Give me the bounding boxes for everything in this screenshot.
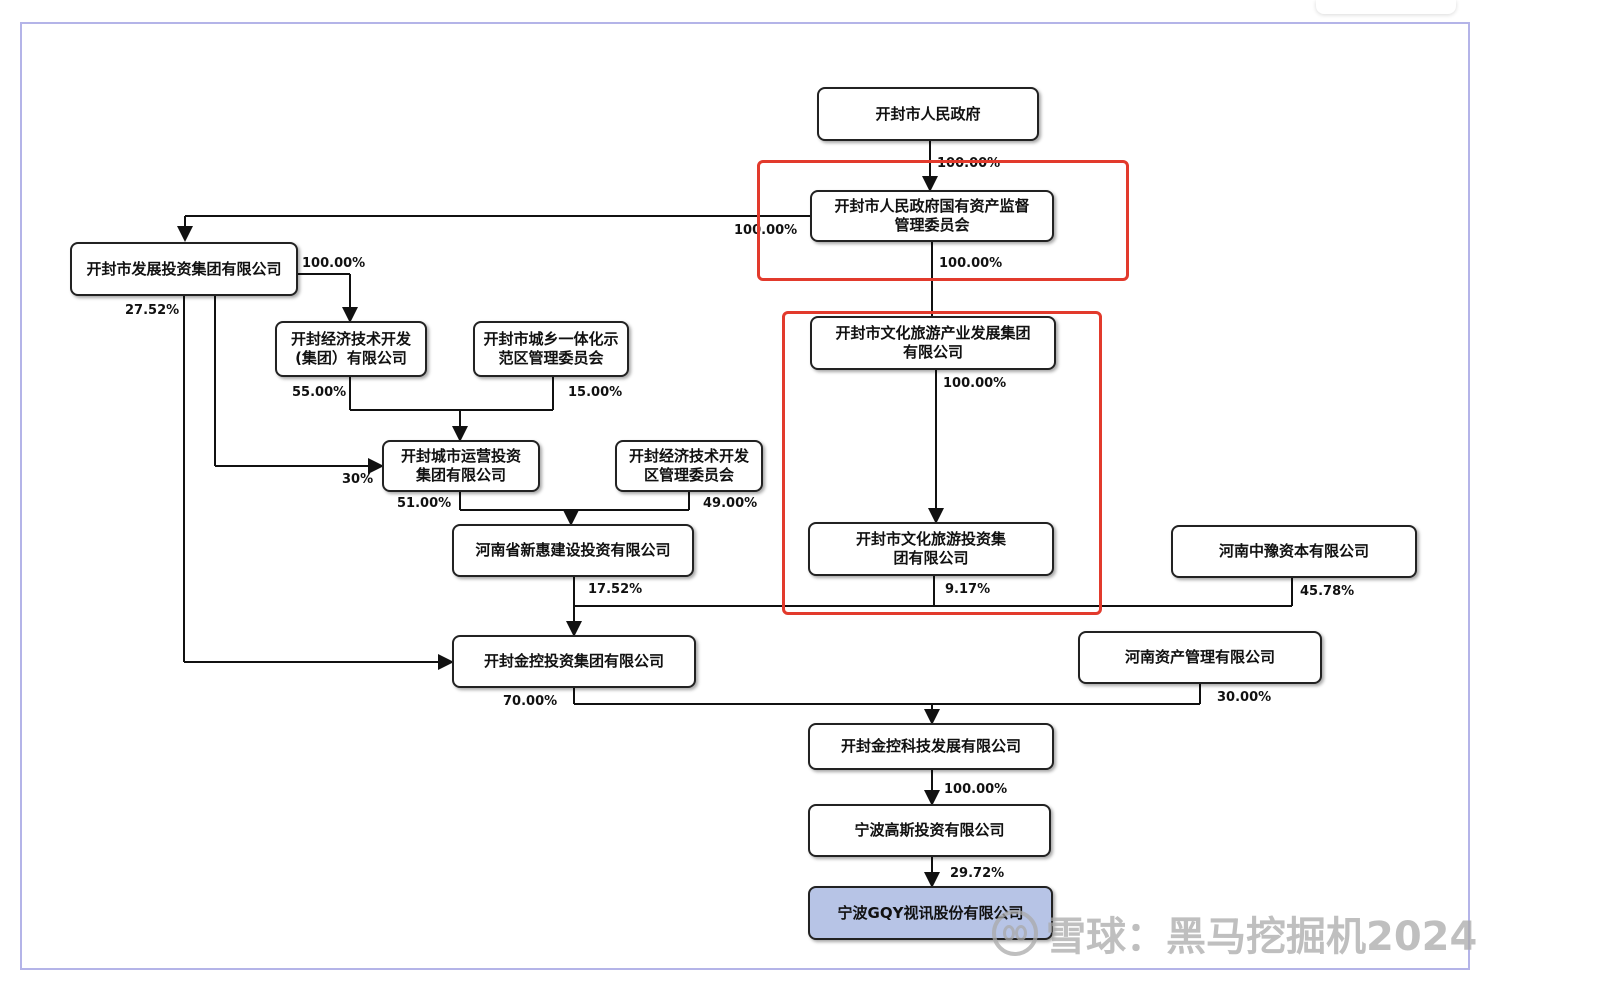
node-urban-rural-committee: 开封市城乡一体化示范区管理委员会: [473, 321, 629, 377]
node-sasac: 开封市人民政府国有资产监督管理委员会: [810, 190, 1054, 242]
node-development-investment-group: 开封市发展投资集团有限公司: [70, 242, 298, 296]
node-culture-tourism-dev-group: 开封市文化旅游产业发展集团有限公司: [810, 316, 1056, 370]
node-econ-tech-zone-committee: 开封经济技术开发区管理委员会: [615, 440, 763, 492]
pct-sasac-to-dev: 100.00%: [734, 223, 798, 238]
node-ningbo-gaosi: 宁波高斯投资有限公司: [808, 804, 1051, 857]
pct-urban-to-cityops: 15.00%: [568, 385, 623, 400]
pct-cultinvest-to-jinkong: 9.17%: [945, 582, 991, 597]
window-corner-tab: [1316, 0, 1456, 14]
pct-cityops-to-xinhui: 51.00%: [397, 496, 452, 511]
pct-jinkong-to-tech: 70.00%: [503, 694, 558, 709]
watermark-text: 雪球：黑马挖掘机2024: [1046, 914, 1478, 960]
node-henan-xinhui: 河南省新惠建设投资有限公司: [452, 524, 694, 577]
pct-sasac-to-culture: 100.00%: [939, 256, 1003, 271]
node-city-operations-group: 开封城市运营投资集团有限公司: [382, 440, 540, 492]
node-jinkong-technology: 开封金控科技发展有限公司: [808, 723, 1054, 770]
pct-gov-to-sasac: 100.00%: [937, 156, 1001, 171]
node-henan-zhongyu: 河南中豫资本有限公司: [1171, 525, 1417, 578]
pct-gaosi-to-gqy: 29.72%: [950, 866, 1005, 881]
pct-culture-to-invest: 100.00%: [943, 376, 1007, 391]
highlight-box-sasac: [757, 160, 1129, 281]
node-henan-asset-management: 河南资产管理有限公司: [1078, 631, 1322, 684]
pct-dev-to-econ: 100.00%: [302, 256, 366, 271]
node-econ-tech-group: 开封经济技术开发(集团）有限公司: [275, 321, 427, 377]
watermark: 雪球：黑马挖掘机2024: [992, 904, 1477, 962]
node-jinkong-investment-group: 开封金控投资集团有限公司: [452, 635, 696, 688]
highlight-box-culture-tourism: [782, 311, 1102, 615]
pct-econ-to-cityops: 55.00%: [292, 385, 347, 400]
pct-zone-to-xinhui: 49.00%: [703, 496, 758, 511]
pct-xinhui-to-jinkong: 17.52%: [588, 582, 643, 597]
pct-dev-to-jinkong: 27.52%: [125, 303, 180, 318]
pct-tech-to-gaosi: 100.00%: [944, 782, 1008, 797]
node-kaifeng-government: 开封市人民政府: [817, 87, 1039, 141]
pct-dev-to-cityops: 30%: [342, 472, 374, 487]
pct-zhongyu-to-jinkong: 45.78%: [1300, 584, 1355, 599]
pct-asset-to-tech: 30.00%: [1217, 690, 1272, 705]
snowball-logo-icon: [992, 910, 1038, 956]
node-culture-tourism-invest-group: 开封市文化旅游投资集团有限公司: [808, 522, 1054, 576]
image-frame: [20, 22, 1470, 970]
